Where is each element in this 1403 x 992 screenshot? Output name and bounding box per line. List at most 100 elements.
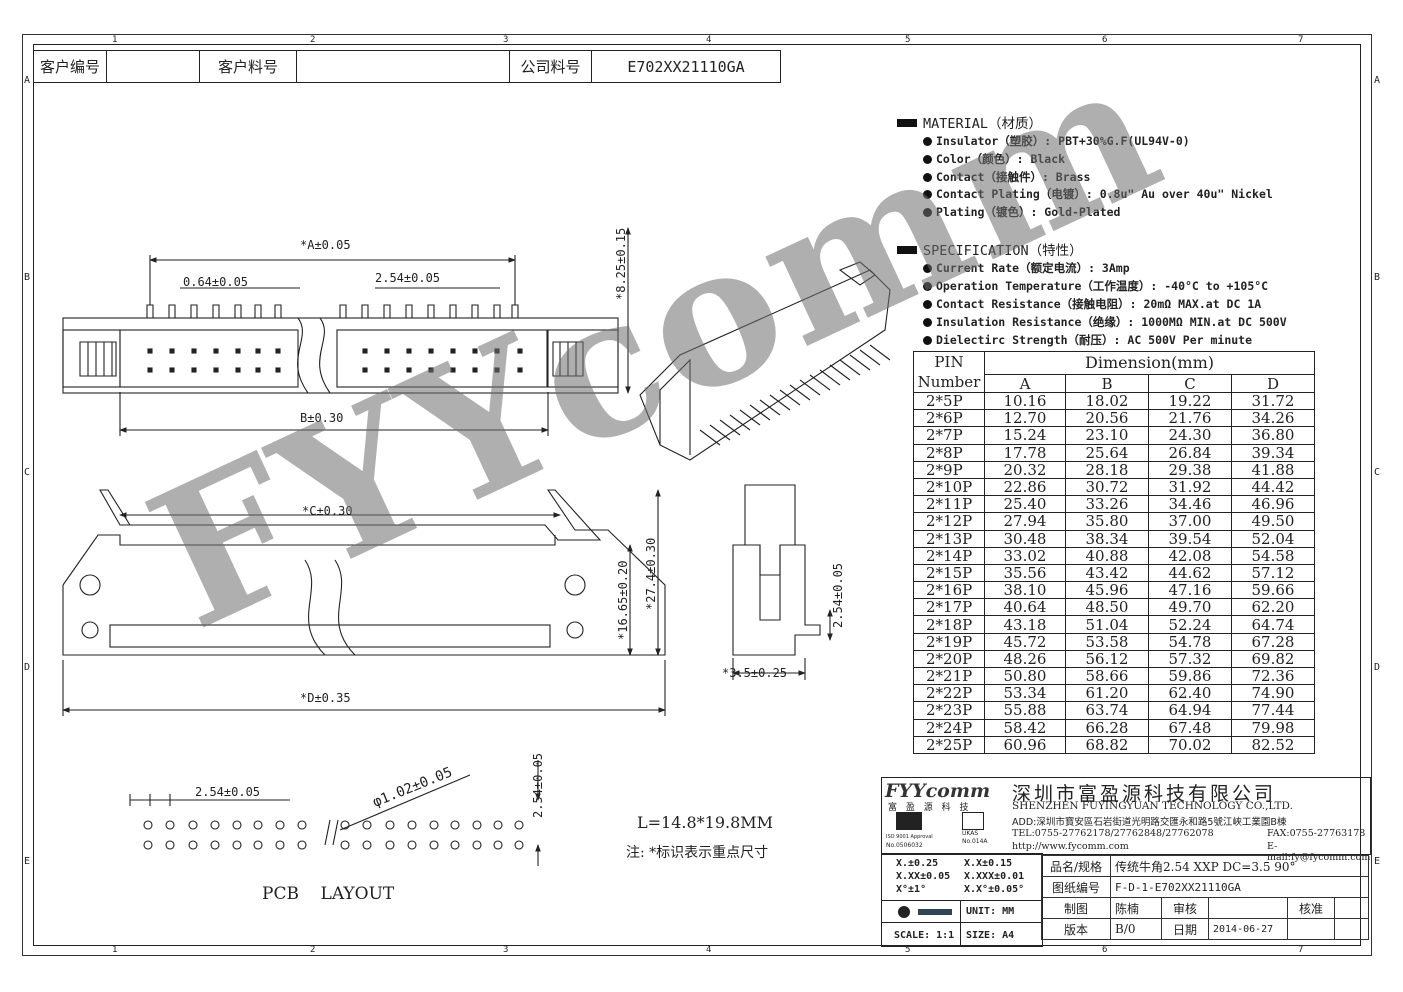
tolerance-block: X.±0.25 X.X±0.15 X.XX±0.05 X.XXX±0.01 X°… [881, 853, 1043, 947]
zone-col-7: 7 [1298, 35, 1304, 45]
drawing-no-label: 图纸编号 [1041, 876, 1111, 898]
dim-cell: 29.38 [1148, 460, 1232, 479]
pin-mark [471, 304, 479, 318]
pin-mark [212, 304, 220, 318]
zone-col-6: 6 [1102, 35, 1108, 45]
zone-row-E: E [1374, 856, 1381, 867]
dim-cell: 49.50 [1231, 512, 1315, 531]
tol-4: X.XXX±0.01 [964, 871, 1025, 882]
iso-pin-mark [789, 384, 811, 401]
specification-heading: SPECIFICATION（特性） [897, 239, 1083, 259]
bullet-bar-icon [897, 246, 917, 254]
pcb-hole-mark [143, 820, 153, 830]
isometric-pins [699, 344, 891, 446]
dim-cell: 44.62 [1148, 563, 1232, 583]
pcb-vpitch-label: 2.54±0.05 [531, 753, 545, 818]
dim-cell: 58.66 [1065, 666, 1149, 686]
tol-6: X.X°±0.05° [964, 884, 1025, 895]
pin-mark [234, 304, 242, 318]
zone-col-7: 7 [1298, 945, 1304, 955]
pcb-hole-mark [297, 820, 307, 830]
pin-hole-mark [428, 348, 434, 354]
pin-hole-mark [275, 367, 281, 373]
pin-hole-mark [384, 348, 390, 354]
pin-cell: 2*21P [913, 666, 985, 686]
pin-mark [146, 304, 154, 318]
dim-side-pitch-label: 2.54±0.05 [831, 563, 845, 628]
pin-cell: 2*11P [913, 495, 985, 514]
zone-row-E: E [24, 856, 31, 867]
pcb-hole-mark [188, 820, 198, 830]
bullet-icon [923, 300, 932, 309]
pcb-hole-mark [493, 840, 503, 850]
pcb-hole-mark [450, 820, 460, 830]
dim-cell: 57.32 [1148, 649, 1232, 669]
bullet-icon [923, 264, 932, 273]
version-value: B/0 [1110, 918, 1162, 940]
pcb-hole-mark [514, 840, 524, 850]
drawing-no-value: F-D-1-E702XX21110GA [1110, 876, 1369, 898]
material-heading: MATERIAL（材质） [897, 112, 1042, 132]
name-value: 传统牛角2.54 XXP DC=3.5 90° [1110, 855, 1369, 877]
pin-hole-mark [494, 348, 500, 354]
ukas-label: UKAS [962, 830, 979, 837]
company-block: FYYcomm 富 盈 源 科 技 ISO 9001 Approval No.0… [881, 777, 1371, 863]
iso-pin-mark [769, 394, 791, 411]
pin-cell: 2*14P [913, 546, 985, 565]
pin-cell: 2*19P [913, 632, 985, 651]
bullet-bar-icon [897, 119, 917, 127]
projection-cone-icon [918, 909, 952, 915]
pin-hole-mark [169, 348, 175, 354]
size-label: SIZE: A4 [966, 930, 1015, 941]
dim-cell: 27.94 [984, 512, 1066, 531]
bullet-icon [923, 137, 932, 146]
dim-cell: 60.96 [984, 735, 1066, 754]
dim-cell: 38.34 [1065, 529, 1149, 548]
pcb-hole-mark [362, 820, 372, 830]
bullet-icon [923, 336, 932, 345]
date-label: 日期 [1161, 918, 1209, 940]
dim-cell: 45.96 [1065, 581, 1149, 600]
dim-cell: 18.02 [1065, 391, 1149, 411]
pin-mark [405, 304, 413, 318]
iso-pin-mark [729, 414, 751, 431]
pcb-hole-mark [450, 840, 460, 850]
pin-mark [339, 304, 347, 318]
tol-3: X.XX±0.05 [896, 871, 951, 882]
pcb-layout-label: PCB LAYOUT [262, 884, 395, 904]
pin-cell: 2*5P [913, 391, 985, 411]
pcb-hole-mark [362, 840, 372, 850]
dim-cell: 53.34 [984, 684, 1066, 703]
pin-cell: 2*15P [913, 563, 985, 583]
pin-cell: 2*18P [913, 615, 985, 634]
zone-col-4: 4 [706, 945, 712, 955]
tol-1: X.±0.25 [896, 858, 939, 869]
dim-cell: 82.52 [1231, 735, 1315, 754]
pcb-hole-mark [165, 820, 175, 830]
remark-note: 注: *标识表示重点尺寸 [626, 845, 769, 861]
iso-pin-mark [699, 429, 721, 446]
version-label: 版本 [1041, 918, 1111, 940]
pin-hole-mark [450, 367, 456, 373]
check-label: 审核 [1161, 897, 1209, 919]
bullet-icon [923, 190, 932, 200]
title-block-table: 品名/规格 传统牛角2.54 XXP DC=3.5 90° 图纸编号 F-D-1… [1041, 855, 1369, 940]
pin-header-line2: Number [917, 373, 981, 391]
iso-pin-mark [749, 404, 771, 421]
pin-hole-mark [147, 348, 153, 354]
dim-h1-label: *16.65±0.20 [616, 561, 630, 640]
tol-5: X°±1° [896, 884, 927, 895]
scale-label: SCALE: 1:1 [894, 930, 955, 941]
pin-hole-mark [255, 367, 261, 373]
zone-col-4: 4 [706, 35, 712, 45]
pcb-hole-mark [143, 840, 153, 850]
customer-no-value [106, 50, 201, 83]
zone-row-A: A [24, 75, 31, 86]
dim-cell: 12.70 [984, 409, 1066, 428]
dim-cell: 70.02 [1148, 735, 1232, 754]
